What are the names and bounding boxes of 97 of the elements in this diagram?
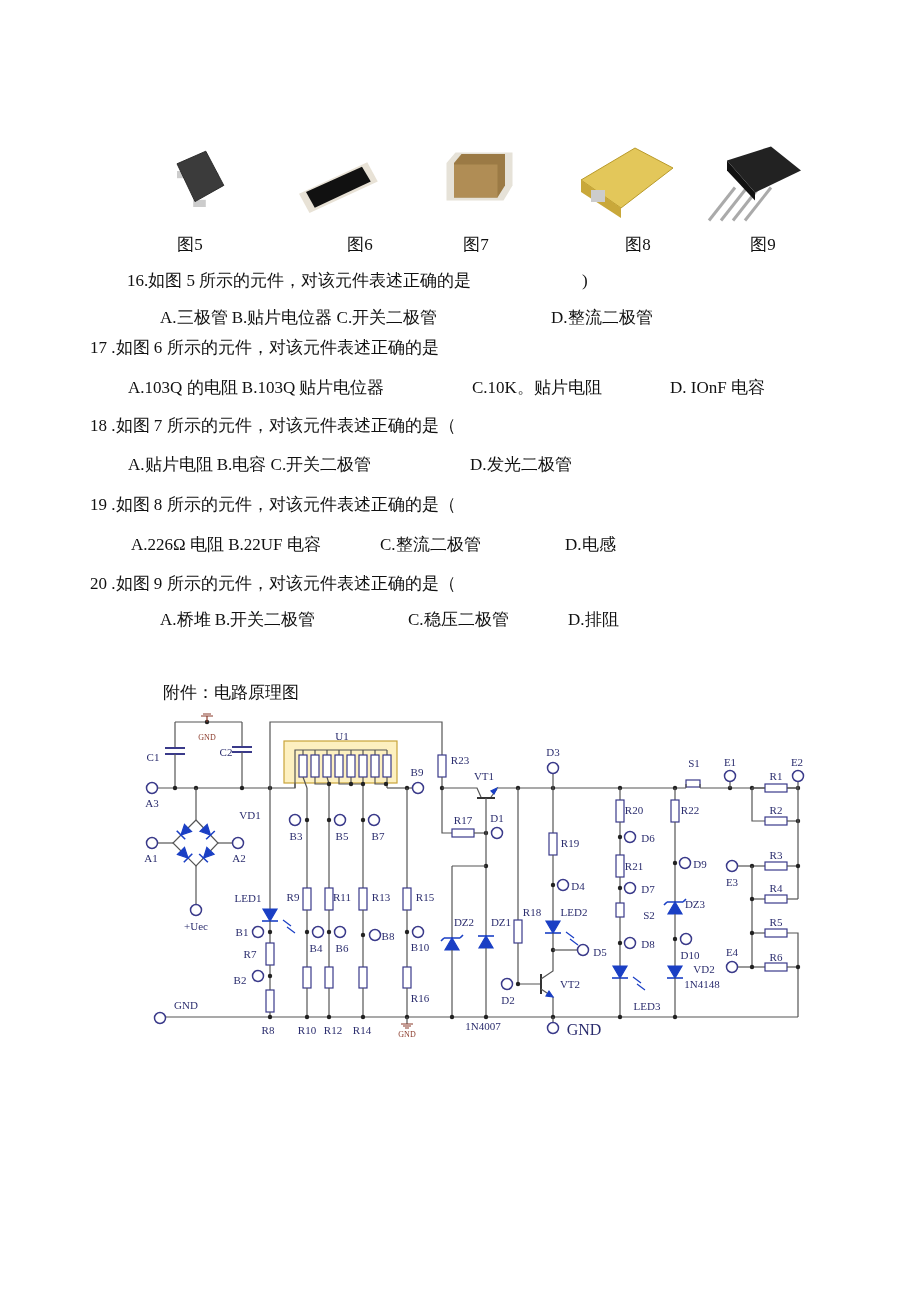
figure-caption: 图7: [463, 236, 489, 253]
ground-label: GND: [198, 734, 216, 742]
schematic-label: VD1: [239, 809, 261, 821]
schematic-label: R17: [453, 814, 473, 826]
question-text: 17 .如图 6 所示的元件，对该元件表述正确的是: [90, 339, 439, 356]
schematic-label: R14: [352, 1024, 372, 1036]
schematic-label: B5: [335, 830, 349, 842]
schematic-label: A3: [145, 797, 159, 809]
schematic-label: D4: [571, 880, 585, 892]
question-text: A.三极管 B.贴片电位器 C.开关二极管: [160, 309, 438, 326]
schematic-label: B9: [410, 766, 424, 778]
schematic-label: C1: [146, 751, 160, 763]
schematic-label: B2: [233, 974, 247, 986]
question-text: 16.如图 5 所示的元件，对该元件表述正确的是: [127, 272, 472, 289]
schematic-label: R5: [769, 916, 783, 928]
schematic-label: R20: [624, 804, 644, 816]
schematic-label: LED2: [560, 906, 588, 918]
schematic-label: D6: [641, 832, 655, 844]
schematic-label: B8: [381, 930, 395, 942]
question-text: C.整流二极管: [380, 536, 481, 553]
schematic-label: B3: [289, 830, 303, 842]
question-text: C.10K。贴片电阻: [472, 379, 602, 396]
schematic-label: 1N4148: [684, 978, 720, 990]
schematic-label: LED1: [234, 892, 262, 904]
schematic-label: E1: [723, 756, 737, 768]
schematic-label: R18: [522, 906, 542, 918]
schematic-label: S1: [688, 757, 700, 769]
schematic-label: E2: [790, 756, 804, 768]
schematic-label: R7: [243, 948, 257, 960]
schematic-label: B4: [309, 942, 323, 954]
schematic-label: R3: [769, 849, 783, 861]
question-text: 20 .如图 9 所示的元件，对该元件表述正确的是（: [90, 575, 456, 592]
schematic-label: R6: [769, 951, 783, 963]
question-text: D.排阻: [568, 611, 619, 628]
question-text: C.稳压二极管: [408, 611, 509, 628]
ground-label: GND: [398, 1031, 416, 1039]
schematic-label: E3: [725, 876, 739, 888]
schematic-label: B6: [335, 942, 349, 954]
schematic-label: D3: [546, 746, 560, 758]
question-text: D.整流二极管: [551, 309, 653, 326]
schematic-label: R9: [286, 891, 300, 903]
schematic-label: D10: [680, 949, 700, 961]
schematic-label: S2: [643, 909, 655, 921]
schematic-label: 1N4007: [465, 1020, 501, 1032]
schematic-label: R22: [680, 804, 700, 816]
schematic-label: U1: [335, 730, 349, 742]
schematic-label: R12: [323, 1024, 343, 1036]
question-text: ): [582, 272, 588, 289]
question-text: A.桥堆 B.开关二极管: [160, 611, 316, 628]
figure-caption: 图8: [625, 236, 651, 253]
question-text: D. IOnF 电容: [670, 379, 765, 396]
schematic-label: VD2: [693, 963, 715, 975]
schematic-label: DZ1: [490, 916, 512, 928]
schematic-label: R10: [297, 1024, 317, 1036]
question-text: A.103Q 的电阻 B.103Q 贴片电位器: [128, 379, 385, 396]
question-text: A.贴片电阻 B.电容 C.开关二极管: [128, 456, 372, 473]
schematic-label: R13: [371, 891, 391, 903]
schematic-label: R15: [415, 891, 435, 903]
schematic-label: D9: [693, 858, 707, 870]
schematic-label: DZ2: [453, 916, 475, 928]
schematic-label: B10: [410, 941, 430, 953]
schematic-label: DZ3: [684, 898, 706, 910]
ground-label: GND: [566, 1022, 602, 1038]
question-text: A.226Ω 电阻 B.22UF 电容: [131, 536, 321, 553]
schematic-label: E4: [725, 946, 739, 958]
question-text: D.电感: [565, 536, 616, 553]
schematic-label: B1: [235, 926, 249, 938]
schematic-label: D7: [641, 883, 655, 895]
schematic-label: R8: [261, 1024, 275, 1036]
schematic-label: D2: [501, 994, 515, 1006]
question-text: D.发光二极管: [470, 456, 572, 473]
figure-caption: 图6: [347, 236, 373, 253]
section-heading: 附件：电路原理图: [163, 684, 299, 701]
schematic-label: R4: [769, 882, 783, 894]
schematic-label: D5: [593, 946, 607, 958]
schematic-label: C2: [219, 746, 233, 758]
schematic-label: VT2: [559, 978, 581, 990]
schematic-label: A1: [144, 852, 158, 864]
schematic-label: B7: [371, 830, 385, 842]
schematic-label: R1: [769, 770, 783, 782]
question-text: 18 .如图 7 所示的元件，对该元件表述正确的是（: [90, 417, 456, 434]
schematic-label: R21: [624, 860, 644, 872]
schematic-label: GND: [174, 999, 198, 1011]
question-text: 19 .如图 8 所示的元件，对该元件表述正确的是（: [90, 496, 456, 513]
schematic-label: LED3: [633, 1000, 661, 1012]
schematic-label: R19: [560, 837, 580, 849]
schematic-label: A2: [232, 852, 246, 864]
schematic-label: R23: [450, 754, 470, 766]
schematic-label: VT1: [473, 770, 495, 782]
figure-caption: 图9: [750, 236, 776, 253]
schematic-label: D8: [641, 938, 655, 950]
schematic-label: +Uec: [184, 920, 208, 932]
schematic-label: R16: [410, 992, 430, 1004]
schematic-label: R11: [333, 891, 351, 903]
schematic-label: D1: [490, 812, 504, 824]
figure-caption: 图5: [177, 236, 203, 253]
schematic-label: R2: [769, 804, 783, 816]
